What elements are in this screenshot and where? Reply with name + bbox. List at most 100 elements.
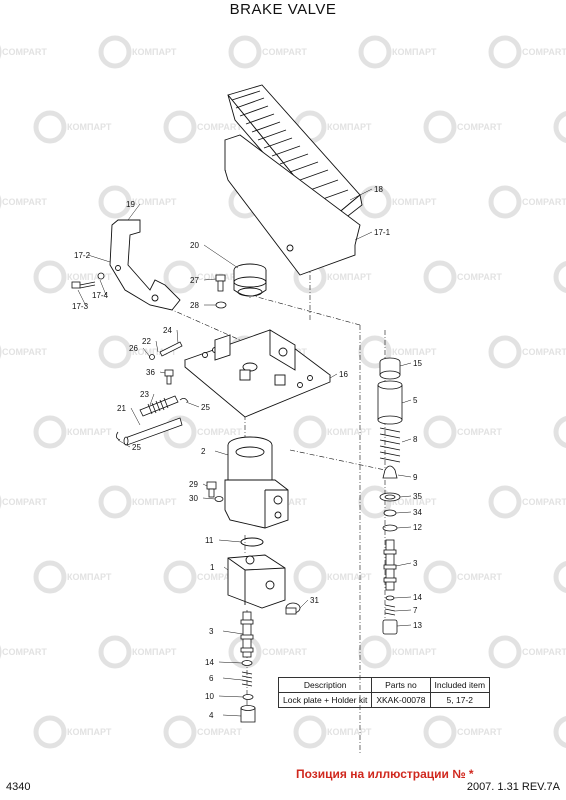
part-label: 13 [413, 621, 422, 630]
leader-line [214, 450, 229, 456]
part-label: 5 [413, 396, 418, 405]
part-label: 15 [413, 359, 422, 368]
watermark-logo [33, 715, 67, 749]
leader-line [218, 695, 244, 698]
watermark-text: COMPART [522, 497, 566, 507]
part-label: 1 [210, 563, 215, 572]
watermark-text: COMPART [457, 572, 502, 582]
rods-and-springs [116, 341, 189, 446]
part-label: 31 [310, 596, 319, 605]
leader-line [117, 439, 131, 448]
watermark-logo [423, 110, 457, 144]
part-label: 28 [190, 301, 199, 310]
part-label: 25 [201, 403, 210, 412]
leader-line [396, 526, 412, 529]
watermark-logo [358, 35, 392, 69]
bolt-29 [206, 481, 224, 502]
lower-spool-stack [240, 611, 256, 723]
watermark-text: КОМПАРТ [392, 347, 437, 357]
leader-line [127, 203, 141, 221]
leader-line [299, 599, 309, 609]
watermark-text: COMPART [522, 197, 566, 207]
watermark-logo [423, 260, 457, 294]
leader-line [155, 340, 159, 353]
watermark-text: COMPART [2, 47, 47, 57]
part-label: 10 [205, 692, 214, 701]
part-label: 26 [129, 344, 138, 353]
leader-line [203, 244, 239, 269]
watermark-text: COMPART [2, 497, 47, 507]
watermark-logo [163, 560, 197, 594]
bolt-17-3 [71, 272, 105, 289]
table-header: Included item [429, 677, 491, 693]
watermark-text: COMPART [457, 272, 502, 282]
watermark-text: COMPART [197, 572, 242, 582]
watermark-text: COMPART [262, 647, 307, 657]
leader-line [394, 609, 412, 612]
watermark-text: КОМПАРТ [392, 647, 437, 657]
part-label: 14 [413, 593, 422, 602]
part-label: 4 [209, 711, 214, 720]
watermark-text: КОМПАРТ [132, 197, 177, 207]
leader-line [159, 371, 166, 374]
watermark-text: КОМПАРТ [327, 427, 372, 437]
pedal-assembly [224, 84, 363, 276]
watermark-text: COMPART [197, 427, 242, 437]
part-label: 17-2 [74, 251, 91, 260]
leader-line [176, 329, 179, 344]
watermark-logo [293, 415, 327, 449]
part-label: 18 [374, 185, 383, 194]
leader-line [222, 677, 243, 681]
leader-line [395, 562, 412, 567]
table-row: Lock plate + Holder kit XKAK-00078 5, 17… [277, 692, 491, 708]
part-label: 19 [126, 200, 135, 209]
part-label: 36 [146, 368, 155, 377]
watermark-logo [553, 110, 566, 144]
watermark-logo [358, 635, 392, 669]
watermark-logo [423, 560, 457, 594]
watermark-text: КОМПАРТ [132, 47, 177, 57]
page-number: 4340 [6, 781, 31, 793]
parts-table: Description Parts no Included item Lock … [277, 677, 491, 708]
watermark-text: КОМПАРТ [132, 647, 177, 657]
leader-line [185, 401, 200, 408]
leader-line [149, 393, 155, 406]
table-header-row: Description Parts no Included item [277, 677, 491, 693]
leader-line [218, 539, 242, 543]
watermark-text: КОМПАРТ [67, 427, 112, 437]
watermark-text: COMPART [522, 47, 566, 57]
watermark-text: КОМПАРТ [327, 727, 372, 737]
leader-line [399, 362, 412, 367]
part-label: 16 [339, 370, 348, 379]
part-label: 34 [413, 508, 422, 517]
watermark-logo [33, 260, 67, 294]
leader-line [77, 289, 87, 307]
part-label: 24 [163, 326, 172, 335]
part-label: 21 [117, 404, 126, 413]
leader-line [130, 407, 141, 426]
watermark-text: COMPART [2, 197, 47, 207]
right-stack [377, 357, 403, 635]
watermark-logo [98, 35, 132, 69]
watermark-logo [423, 415, 457, 449]
leader-line [218, 661, 243, 664]
watermark-logo [553, 260, 566, 294]
table-header: Parts no [371, 677, 431, 693]
table-header: Description [277, 677, 373, 693]
watermark-logo [553, 415, 566, 449]
leader-line [99, 279, 107, 296]
part-label: 11 [205, 536, 214, 545]
leader-line [401, 438, 412, 443]
part-label: 23 [140, 390, 149, 399]
part-label: 17-1 [374, 228, 391, 237]
watermark-logo [358, 335, 392, 369]
leader-line [397, 474, 412, 478]
watermark-text: КОМПАРТ [67, 572, 112, 582]
watermark-logo [488, 35, 522, 69]
watermark-logo [488, 485, 522, 519]
watermark-logo [98, 335, 132, 369]
table-cell: XKAK-00078 [371, 692, 431, 708]
plate-16 [184, 329, 331, 418]
